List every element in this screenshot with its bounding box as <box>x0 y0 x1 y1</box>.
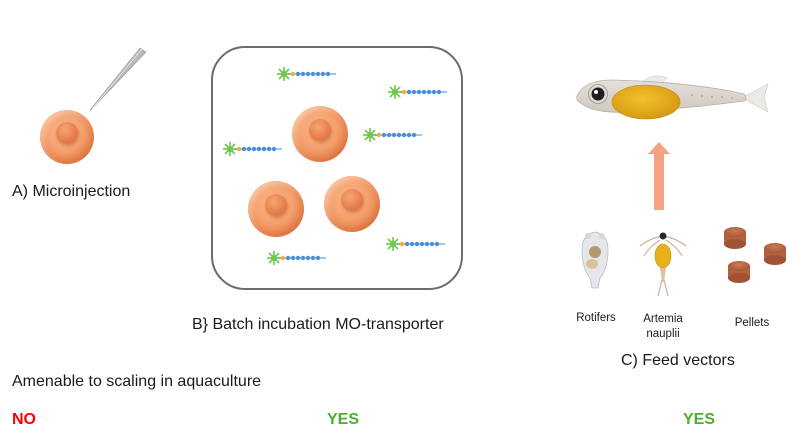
egg-cell-icon <box>324 176 380 232</box>
egg-cell-icon <box>248 181 304 237</box>
mo-transporter-molecule-icon <box>267 251 326 265</box>
pellets-icon <box>724 227 786 283</box>
verdict-c: YES <box>683 411 716 428</box>
mo-transporter-molecule-icon <box>388 85 447 99</box>
feed-label-pellets: Pellets <box>734 317 770 329</box>
panel-b-label: B} Batch incubation MO-transporter <box>192 316 444 333</box>
panel-a-label: A) Microinjection <box>12 183 131 200</box>
scaling-question: Amenable to scaling in aquaculture <box>12 373 262 390</box>
mo-transporter-molecule-icon <box>386 237 445 251</box>
artemia-icon <box>639 232 687 297</box>
mo-transporter-molecule-icon <box>277 67 336 81</box>
panel-c-label: C) Feed vectors <box>621 352 735 369</box>
incubation-container <box>211 46 463 290</box>
feed-label-artemia-line1: Artemia <box>643 313 683 325</box>
feed-label-rotifers: Rotifers <box>576 312 616 324</box>
mo-transporter-molecule-icon <box>223 142 282 156</box>
egg-cell-icon <box>40 110 94 164</box>
feed-label-artemia-line2: nauplii <box>646 328 680 340</box>
feed-label-artemia: Artemia nauplii <box>632 312 694 342</box>
verdict-a: NO <box>12 411 36 428</box>
up-arrow-icon <box>648 142 670 210</box>
verdict-b: YES <box>327 411 360 428</box>
fish-larva-icon <box>576 75 769 120</box>
rotifer-icon <box>581 231 609 289</box>
mo-transporter-molecule-icon <box>363 128 422 142</box>
needle-icon <box>89 47 147 111</box>
egg-cell-icon <box>292 106 348 162</box>
